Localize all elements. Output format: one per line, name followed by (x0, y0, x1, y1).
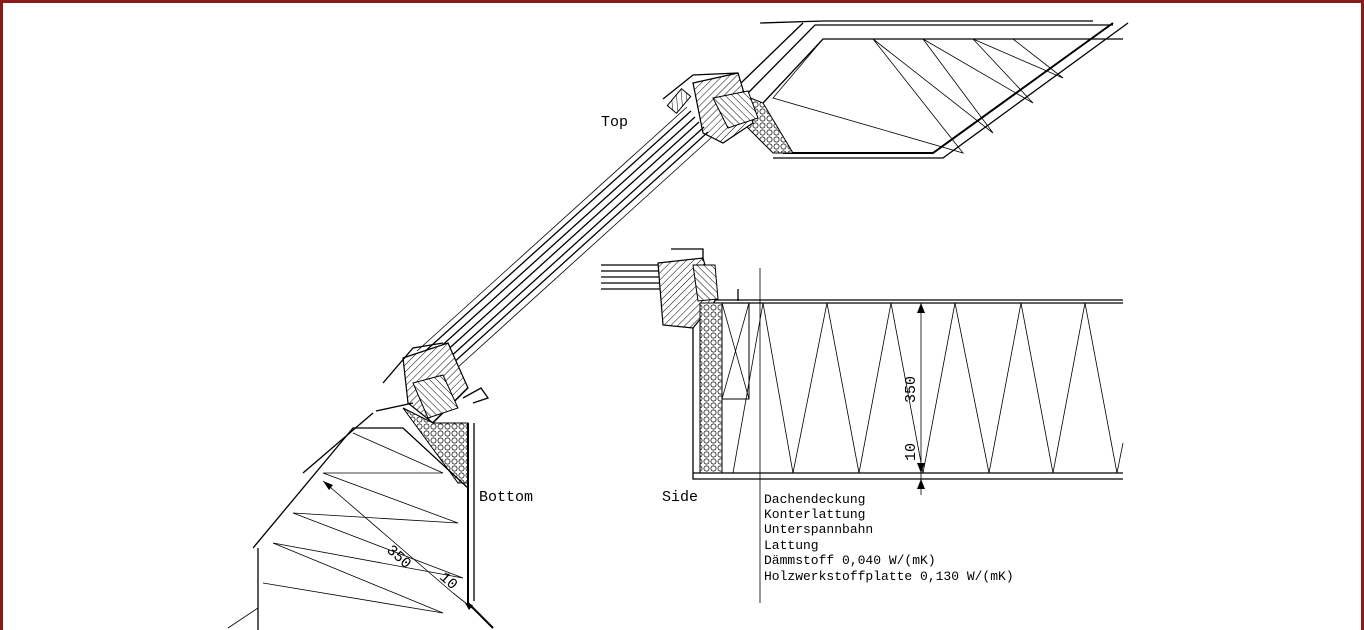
detail-drawing: 350 10 350 10 (227, 20, 1129, 630)
bottom-detail: 350 10 (227, 342, 494, 630)
side-detail: 350 10 (601, 248, 1124, 603)
label-bottom: Bottom (479, 489, 533, 506)
top-detail (662, 20, 1129, 159)
label-side: Side (662, 489, 698, 506)
side-dim-350: 350 (903, 376, 920, 403)
legend-item: Holzwerkstoffplatte 0,130 W/(mK) (764, 569, 1014, 584)
label-top: Top (601, 114, 628, 131)
legend-item: Konterlattung (764, 507, 865, 522)
layer-legend: Dachendeckung Konterlattung Unterspannba… (764, 492, 1014, 584)
legend-item: Lattung (764, 538, 819, 553)
legend-item: Dachendeckung (764, 492, 865, 507)
bottom-dim-10: 10 (436, 569, 461, 594)
legend-item: Unterspannbahn (764, 522, 873, 537)
legend-item: Dämmstoff 0,040 W/(mK) (764, 553, 936, 568)
glazing (416, 106, 713, 379)
side-dim-10: 10 (903, 443, 920, 461)
